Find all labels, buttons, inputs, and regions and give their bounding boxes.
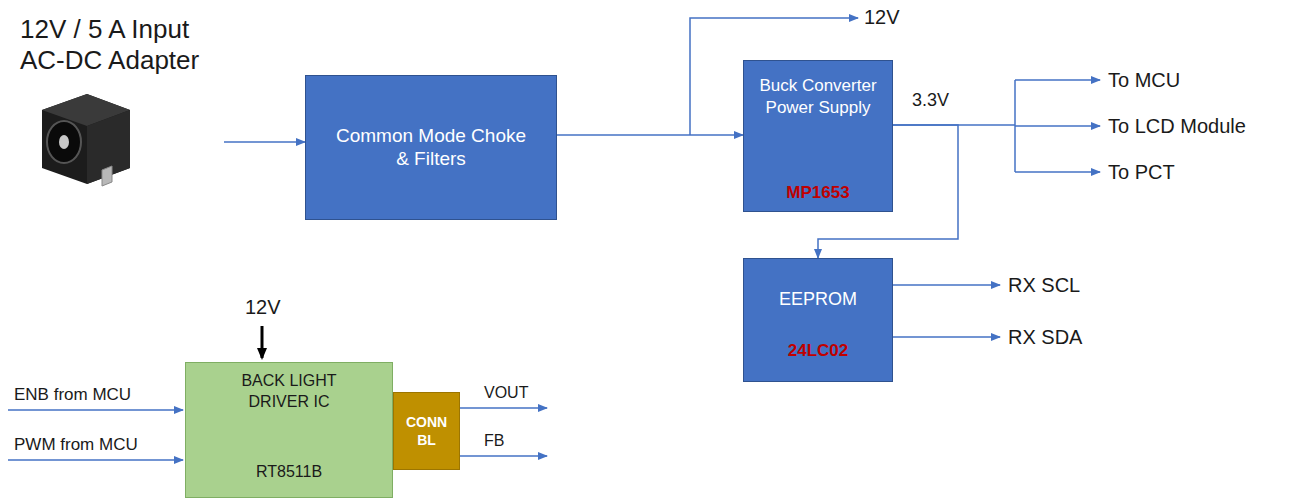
box-title: Buck Converter Power Supply <box>753 75 883 119</box>
part-number: MP1653 <box>786 183 849 203</box>
box-title: Common Mode Choke & Filters <box>331 125 531 171</box>
connector-box: CONN BL <box>393 392 460 470</box>
memory-box: EEPROM 24LC02 <box>743 258 893 382</box>
signal-wire <box>8 409 183 411</box>
signal-label: To LCD Module <box>1108 115 1246 138</box>
box-title: EEPROM <box>779 289 857 311</box>
box-title: CONN BL <box>400 413 453 449</box>
connector <box>224 141 305 143</box>
filter-box: Common Mode Choke & Filters <box>305 75 557 220</box>
signal-label: 3.3V <box>912 90 949 111</box>
signal-wire <box>893 336 1000 338</box>
signal-wire <box>1015 79 1100 81</box>
driver-box: BACK LIGHT DRIVER IC RT8511B <box>185 362 393 498</box>
signal-wire <box>1015 125 1100 127</box>
signal-label: 12V <box>864 6 900 29</box>
dc-jack-illustration <box>32 80 142 190</box>
signal-label: ENB from MCU <box>14 385 131 405</box>
part-number: RT8511B <box>256 462 322 481</box>
box-title: BACK LIGHT DRIVER IC <box>229 371 349 413</box>
signal-wire <box>460 407 547 409</box>
converter-box: Buck Converter Power SupplyMP1653 <box>743 60 893 212</box>
signal-wire <box>1015 171 1100 173</box>
signal-label: To MCU <box>1108 69 1180 92</box>
signal-wire <box>460 455 547 457</box>
supply-arrow <box>261 326 264 358</box>
signal-label: To PCT <box>1108 161 1175 184</box>
signal-wire <box>8 459 183 461</box>
signal-label: RX SCL <box>1008 274 1080 297</box>
signal-label: 12V <box>245 296 281 319</box>
box-title: 12V / 5 A Input AC-DC Adapter <box>20 14 218 76</box>
signal-label: PWM from MCU <box>14 435 138 455</box>
power-jack: 12V / 5 A Input AC-DC Adapter <box>14 8 224 194</box>
signal-wire <box>893 284 1000 286</box>
part-number: 24LC02 <box>788 341 848 361</box>
signal-label: RX SDA <box>1008 326 1082 349</box>
signal-label: VOUT <box>484 384 528 402</box>
connector <box>557 134 743 136</box>
signal-label: FB <box>484 432 504 450</box>
